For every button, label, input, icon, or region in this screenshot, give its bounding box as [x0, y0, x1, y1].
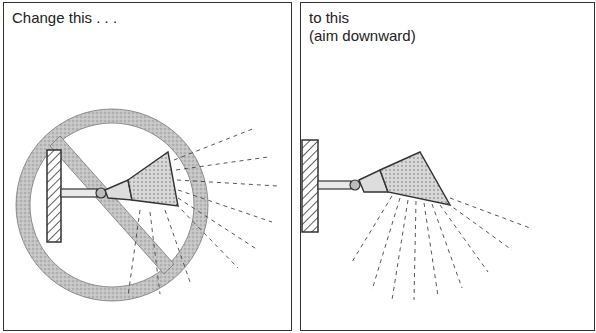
- panel-box: to this(aim downward): [300, 2, 595, 331]
- wall-plate: [47, 150, 61, 242]
- correct-lamp: [302, 140, 530, 300]
- prohibition-ring: [23, 116, 201, 294]
- panel-caption: (aim downward): [309, 27, 586, 45]
- wrong-lamp: [16, 109, 278, 301]
- panel-caption: Change this . . .: [12, 9, 283, 27]
- panel-caption: to this: [309, 9, 586, 27]
- lamp-head: [128, 152, 178, 206]
- lamp-head: [380, 152, 450, 205]
- panel-box: Change this . . .: [3, 2, 292, 331]
- wall-plate: [302, 140, 318, 232]
